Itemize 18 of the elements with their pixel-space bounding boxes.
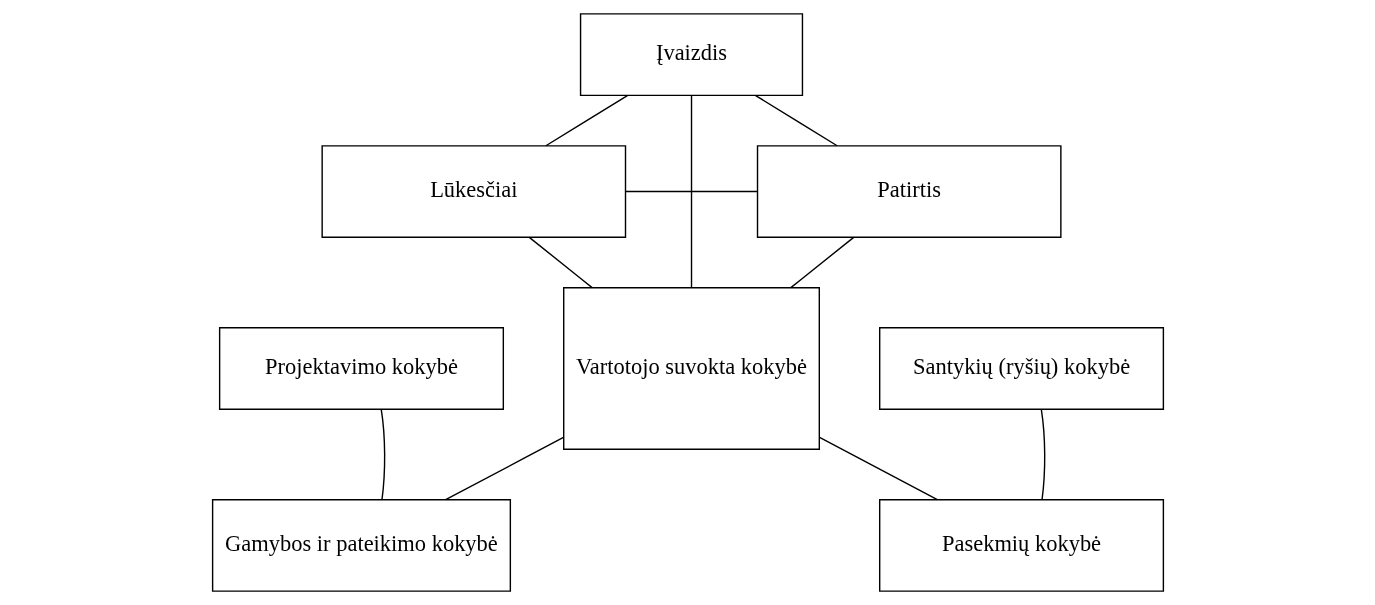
connector (754, 94, 838, 147)
node-box: Vartotojo suvokta kokybė (562, 287, 820, 450)
node-box: Lūkesčiai (320, 145, 626, 238)
connector (690, 94, 692, 289)
node-box: Patirtis (756, 145, 1062, 238)
connector (818, 436, 938, 501)
node-box: Įvaizdis (579, 13, 803, 97)
connector (789, 236, 854, 289)
connector (1040, 408, 1045, 501)
node-box: Projektavimo kokybė (218, 327, 504, 410)
node-box: Gamybos ir pateikimo kokybė (211, 499, 511, 592)
connector (544, 94, 628, 147)
connector (624, 190, 758, 193)
node-box: Santykių (ryšių) kokybė (878, 327, 1164, 410)
node-box: Pasekmių kokybė (878, 499, 1164, 592)
connector (444, 436, 564, 501)
connector (380, 408, 385, 501)
connector (528, 236, 593, 289)
